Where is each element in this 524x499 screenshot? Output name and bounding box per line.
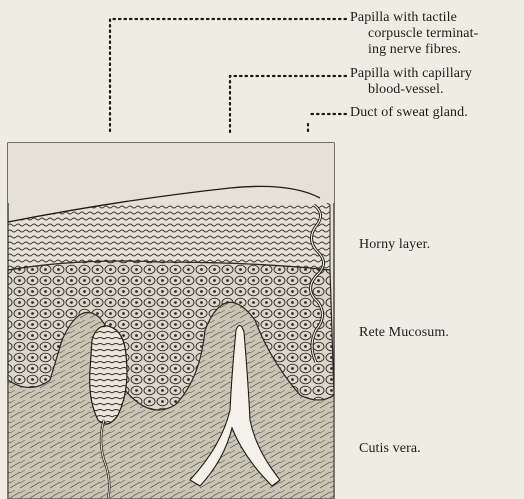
label-cutis-vera: Cutis vera. — [359, 441, 421, 457]
label-line: blood-vessel. — [350, 82, 472, 98]
label-papilla-tactile: Papilla with tactile corpuscle terminat-… — [350, 10, 478, 58]
leader-lines — [110, 19, 346, 132]
leader-duct — [308, 114, 346, 132]
leader-papilla-capillary — [230, 76, 346, 132]
label-horny-layer: Horny layer. — [359, 237, 430, 253]
specimen-illustration — [8, 143, 334, 499]
label-line: Papilla with tactile — [350, 10, 478, 26]
label-sweat-duct: Duct of sweat gland. — [350, 105, 468, 121]
label-papilla-capillary: Papilla with capillary blood-vessel. — [350, 66, 472, 98]
label-line: Papilla with capillary — [350, 66, 472, 82]
label-line: ing nerve fibres. — [350, 42, 478, 58]
label-line: corpuscle terminat- — [350, 26, 478, 42]
label-rete-mucosum: Rete Mucosum. — [359, 325, 449, 341]
label-line: Duct of sweat gland. — [350, 105, 468, 121]
upper-blank — [8, 143, 334, 203]
